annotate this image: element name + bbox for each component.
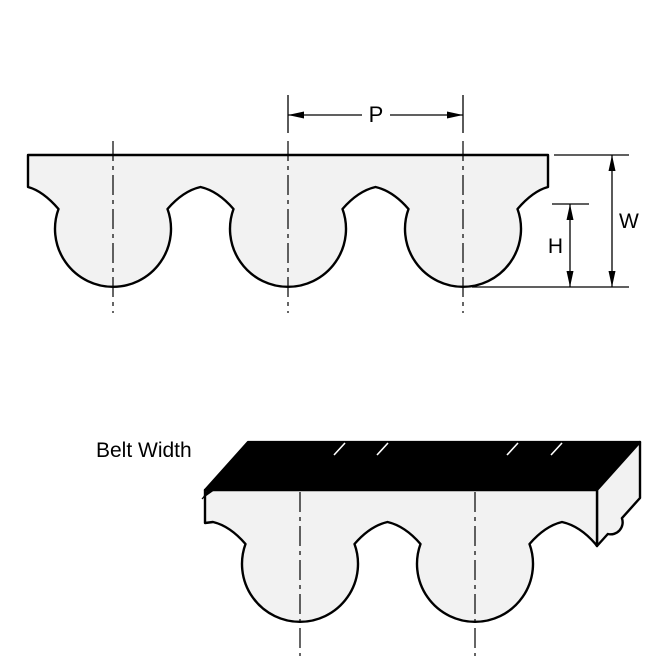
tooth-height-arrow-up xyxy=(566,204,574,220)
isometric-3d-view: Belt Width xyxy=(96,439,642,656)
thickness-arrow-down xyxy=(608,271,616,287)
belt-top-surface xyxy=(203,440,642,492)
top-view-2d-profile: P W H xyxy=(26,95,639,313)
tooth-height-arrow-down xyxy=(566,271,574,287)
belt-width-label: Belt Width xyxy=(96,439,192,462)
top-surface-tooth-marks xyxy=(333,442,563,456)
tooth-seam-mark xyxy=(506,442,519,456)
belt-thickness-label: W xyxy=(619,210,639,233)
belt-front-face-profile xyxy=(203,488,599,624)
tooth-seam-mark xyxy=(333,442,346,456)
pitch-arrow-right xyxy=(447,111,463,119)
belt-end-face xyxy=(595,440,642,548)
belt-width-arrowhead-upper xyxy=(231,452,244,466)
tooth-seam-mark xyxy=(550,442,563,456)
tooth-height-dimension: H xyxy=(548,203,589,287)
tooth-height-label: H xyxy=(548,235,563,258)
pitch-label: P xyxy=(369,102,384,127)
tooth-seam-mark xyxy=(376,442,389,456)
pitch-arrow-left xyxy=(288,111,304,119)
pitch-dimension: P xyxy=(287,95,464,133)
belt-thickness-dimension: W xyxy=(472,154,639,288)
belt-width-callout: Belt Width xyxy=(96,439,245,500)
belt-width-arrowhead-lower xyxy=(202,485,215,499)
thickness-arrow-up xyxy=(608,155,616,171)
